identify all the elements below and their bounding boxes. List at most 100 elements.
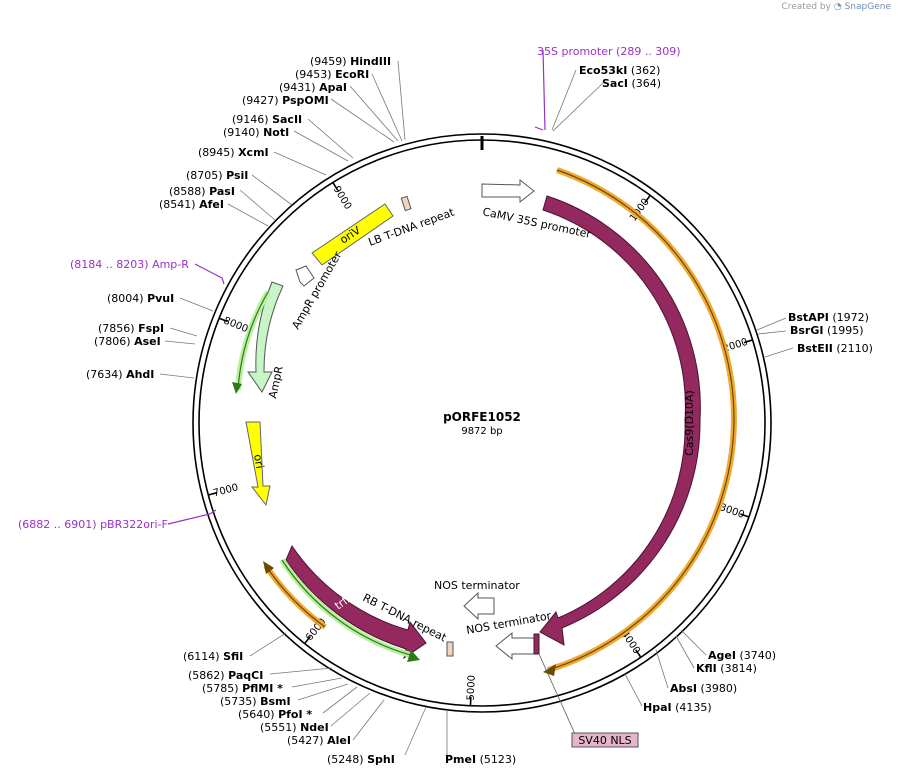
enzyme-name: PspOMI [282, 94, 329, 107]
svg-text:AbsI (3980): AbsI (3980) [670, 682, 737, 695]
svg-text:Eco53kI (362): Eco53kI (362) [579, 64, 660, 77]
enzyme-name: HindIII [350, 55, 391, 68]
trfA-green-head [407, 650, 420, 662]
primer-35s-mark [534, 126, 544, 131]
enzyme-name: NotI [263, 126, 289, 139]
enzyme-pos: (9431) [279, 81, 316, 94]
enzyme-pos: (9427) [242, 94, 279, 107]
feature-label-cas9: Cas9(D10A) [683, 390, 696, 456]
svg-text:SacI (364): SacI (364) [602, 77, 661, 90]
sv40-nls-mark [533, 633, 540, 655]
enzyme-name: AbsI [670, 682, 697, 695]
enzyme-pos: (5551) [260, 721, 297, 734]
enzyme-name: PfoI * [278, 708, 312, 721]
bp-tick [740, 513, 750, 518]
ampR-green-core [237, 291, 269, 391]
primer-range: (8184 .. 8203) [70, 258, 149, 271]
enzyme-pos: (5640) [238, 708, 275, 721]
svg-text:(9140) NotI: (9140) NotI [223, 126, 289, 139]
enzyme-pos: (364) [631, 77, 661, 90]
enzyme-name: PflMI * [242, 682, 283, 695]
enzyme-pos: (9146) [232, 113, 269, 126]
enzyme-name: NdeI [300, 721, 329, 734]
bp-tick-label: 7000 [212, 482, 239, 499]
svg-text:(7634) AhdI: (7634) AhdI [86, 368, 154, 381]
bp-tick [208, 491, 218, 496]
bp-tick-label: 9000 [331, 184, 354, 211]
enzyme-pos: (3980) [701, 682, 738, 695]
enzyme-pos: (3740) [739, 649, 776, 662]
enzyme-name: HpaI [643, 701, 672, 714]
svg-text:(9427) PspOMI: (9427) PspOMI [242, 94, 329, 107]
enzyme-labels: (9459) HindIII (9453) EcoRI (9431) ApaI … [86, 55, 873, 766]
credit-brand: SnapGene [844, 2, 891, 12]
svg-text:(7806) AseI: (7806) AseI [94, 335, 161, 348]
primer-35s-leader [542, 49, 546, 131]
enzyme-name: KflI [696, 662, 717, 675]
feature-label-ampR: AmpR [266, 364, 286, 399]
enzyme-pos: (2110) [836, 342, 873, 355]
svg-text:(5427) AleI: (5427) AleI [287, 734, 351, 747]
enzyme-pos: (9140) [223, 126, 260, 139]
enzyme-name: PasI [209, 185, 235, 198]
bp-tick [644, 194, 651, 204]
snapgene-credit: Created by ◔ SnapGene [781, 2, 891, 12]
bp-tick [635, 649, 642, 658]
credit-prefix: Created by [781, 2, 831, 12]
bp-tick [332, 182, 339, 191]
enzyme-pos: (7634) [86, 368, 123, 381]
cas9-orange-bar-head [543, 664, 556, 676]
feature-label-ori: ori [251, 453, 266, 469]
oriV-arrow [311, 203, 394, 266]
enzyme-name: BstAPI [788, 311, 829, 324]
plasmid-name: pORFE1052 [443, 410, 521, 424]
svg-text:(5640) PfoI *: (5640) PfoI * [238, 708, 312, 721]
enzyme-name: BsrGI [790, 324, 823, 337]
cas9-orange-bar-core [547, 169, 735, 671]
primer-range: (6882 .. 6901) [18, 518, 97, 531]
primer-name: Amp-R [152, 258, 189, 271]
enzyme-pos: (6114) [183, 650, 220, 663]
svg-text:(8588) PasI: (8588) PasI [169, 185, 235, 198]
enzyme-pos: (5248) [327, 753, 364, 766]
enzyme-name: ApaI [319, 81, 347, 94]
bp-tick-label: 8000 [222, 316, 250, 336]
enzyme-pos: (8705) [186, 169, 223, 182]
svg-text:(5735) BsmI: (5735) BsmI [220, 695, 291, 708]
svg-text:(9431) ApaI: (9431) ApaI [279, 81, 347, 94]
feature-label-ampR-promoter: AmpR promoter [289, 249, 344, 332]
svg-text:(8541) AfeI: (8541) AfeI [159, 198, 224, 211]
primer-range: (289 .. 309) [616, 45, 681, 58]
svg-text:BstAPI (1972): BstAPI (1972) [788, 311, 869, 324]
feature-label-sv40-nls: SV40 NLS [578, 734, 631, 747]
svg-text:AgeI (3740): AgeI (3740) [708, 649, 776, 662]
enzyme-name: AhdI [126, 368, 154, 381]
enzyme-pos: (5123) [480, 753, 517, 766]
primer-name: pBR322ori-F [100, 518, 168, 531]
enzyme-pos: (8945) [198, 146, 235, 159]
primer-pbr322-leader [167, 509, 217, 525]
svg-text:(8945) XcmI: (8945) XcmI [198, 146, 269, 159]
svg-text:BsrGI (1995): BsrGI (1995) [790, 324, 864, 337]
svg-text:(5248) SphI: (5248) SphI [327, 753, 395, 766]
primer-name: 35S promoter [537, 45, 613, 58]
enzyme-pos: (9459) [310, 55, 347, 68]
svg-text:(5862) PaqCI: (5862) PaqCI [188, 669, 263, 682]
plasmid-length: 9872 bp [461, 426, 502, 437]
enzyme-pos: (5427) [287, 734, 324, 747]
enzyme-name: AfeI [199, 198, 224, 211]
svg-text:(5785) PflMI *: (5785) PflMI * [202, 682, 283, 695]
ori-arrow [245, 421, 271, 507]
enzyme-pos: (8004) [107, 292, 144, 305]
enzyme-name: PvuI [147, 292, 174, 305]
backbone-outer-circle [192, 133, 772, 713]
camv-35s-promoter-arrow [481, 178, 535, 204]
svg-text:(7856) FspI: (7856) FspI [98, 322, 164, 335]
feature-label-nos-1: NOS terminator [434, 579, 520, 592]
enzyme-pos: (1972) [832, 311, 869, 324]
ampR-green-head [232, 382, 242, 394]
snapgene-logo-icon: ◔ [833, 2, 842, 12]
enzyme-pos: (8588) [169, 185, 206, 198]
bp-tick-label: 5000 [466, 675, 478, 701]
